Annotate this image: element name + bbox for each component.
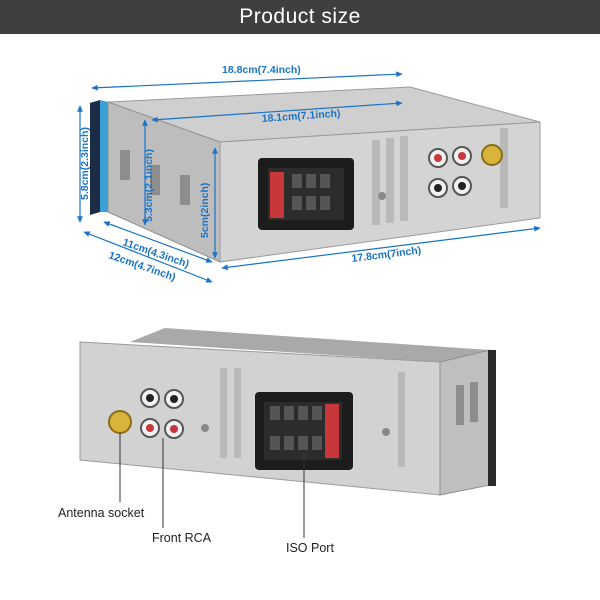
- label-front-rca: Front RCA: [152, 531, 212, 545]
- top-unit-side-slot: [150, 165, 160, 195]
- dim-body-width: 18.1cm(7.1inch): [261, 108, 340, 125]
- dim-front-height: 5.8cm(2.3inch): [79, 127, 91, 200]
- callout-dot: [301, 452, 307, 458]
- dim-body-height: 5.3cm(2.1inch): [143, 149, 155, 222]
- label-iso-port: ISO Port: [286, 541, 334, 555]
- top-unit-iso-connector: [258, 158, 354, 230]
- bottom-unit-ribs: [220, 368, 405, 467]
- bottom-unit-screw: [382, 428, 390, 436]
- top-unit-rca-jacks: [428, 146, 472, 198]
- banner-title: Product size: [239, 5, 361, 28]
- callout-lines: [119, 433, 305, 538]
- bottom-unit-antenna-socket: [108, 410, 132, 434]
- top-unit-ribs: [372, 128, 508, 225]
- bottom-unit-iso-connector: [255, 392, 353, 470]
- top-unit-antenna-socket: [481, 144, 503, 166]
- top-unit-front-edge: [100, 100, 108, 212]
- bottom-unit-side-slot: [470, 382, 478, 422]
- top-unit-screw: [378, 192, 386, 200]
- top-unit-side-slot: [120, 150, 130, 180]
- bottom-unit-screw: [201, 424, 209, 432]
- top-unit-front-bezel: [90, 100, 100, 215]
- bottom-unit-top-edge: [130, 328, 490, 362]
- bottom-unit-side-slot: [456, 385, 464, 425]
- bottom-unit-rca-jacks: [140, 388, 184, 439]
- banner: Product size: [0, 0, 600, 34]
- dimension-lines: [77, 71, 541, 283]
- bottom-unit-front-edge: [488, 350, 496, 486]
- dim-total-width: 18.8cm(7.4inch): [222, 64, 301, 76]
- bottom-unit: [79, 328, 496, 496]
- top-unit-side-slot: [180, 175, 190, 205]
- label-antenna-socket: Antenna socket: [58, 506, 145, 520]
- bottom-unit-side-panel: [439, 349, 491, 496]
- dim-rear-height: 5cm(2inch): [199, 183, 211, 238]
